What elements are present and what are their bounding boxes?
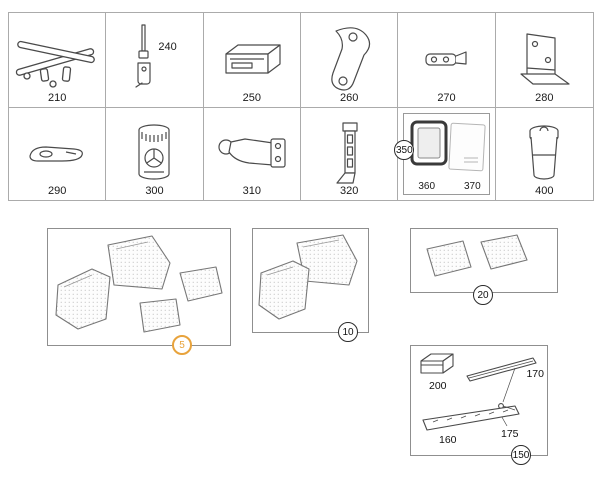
part-subgroup-box: 350 360 370 [394,113,490,195]
paint-can-icon [138,124,171,180]
part-cell-210[interactable]: 210 [9,13,107,108]
clamp-icon [425,51,468,66]
badge-number: 20 [477,289,489,301]
part-cell-350[interactable]: 350 360 370 [394,108,496,200]
part-number: 260 [339,92,359,104]
ski-rack-icon [15,40,96,88]
part-number: 200 [429,380,447,392]
badge-number: 10 [342,326,354,338]
part-cell-310[interactable]: 310 [204,108,301,200]
frame-card-group-icon [410,120,486,172]
part-number: 250 [242,92,261,104]
floor-mat-set-4pc-icon [55,235,223,333]
part-cell-270[interactable]: 270 [398,13,496,108]
trim-kit-box: 200 170 160 175 150 [410,345,548,465]
mounting-bracket-icon [520,33,570,85]
part-badge-20[interactable]: 20 [473,285,493,305]
part-cell-280[interactable]: 280 [495,13,593,108]
part-cell-320[interactable]: 320 [301,108,399,200]
litter-cup-icon [529,125,559,180]
mat-set-full-box: 5 [47,228,231,355]
tow-hitch-icon [218,138,286,168]
part-cell-400[interactable]: 400 [496,108,593,200]
badge-number: 150 [512,449,530,461]
part-number: 240 [158,41,177,53]
control-unit-icon [225,44,281,74]
part-badge-10[interactable]: 10 [338,322,358,342]
rail-bracket-icon [336,122,358,184]
part-badge-350[interactable]: 350 [394,140,415,160]
trim-kit-icon [420,353,537,431]
part-number: 310 [242,185,261,197]
part-number: 160 [439,434,457,446]
part-number: 290 [47,185,67,197]
part-number: 175 [501,428,519,440]
cover-trim-icon [29,146,84,162]
parts-grid: 210 240 [8,12,594,201]
floor-mat-set-rear-icon [426,234,528,277]
mat-set-rear-box: 20 [410,228,558,305]
curved-bracket-icon [331,27,371,91]
badge-number: 350 [395,144,413,156]
part-number: 370 [463,181,481,192]
part-number: 170 [526,368,544,380]
part-cell-260[interactable]: 260 [301,13,399,108]
floor-mat-set-front-icon [258,234,358,320]
part-badge-5[interactable]: 5 [172,335,192,355]
mat-set-front-box: 10 [252,228,369,342]
part-number: 400 [535,185,554,197]
badge-number: 5 [179,339,185,351]
part-number: 280 [535,92,554,104]
part-cell-250[interactable]: 250 [203,13,301,108]
antenna-icon [135,24,151,88]
part-badge-150[interactable]: 150 [511,445,531,465]
part-cell-240[interactable]: 240 [106,13,204,108]
part-number: 210 [47,92,67,104]
part-cell-290[interactable]: 290 [9,108,107,200]
part-number: 270 [437,92,456,104]
part-number: 300 [145,185,164,197]
part-cell-300[interactable]: 300 [106,108,204,200]
part-number: 320 [339,185,359,197]
part-number: 360 [418,181,436,192]
